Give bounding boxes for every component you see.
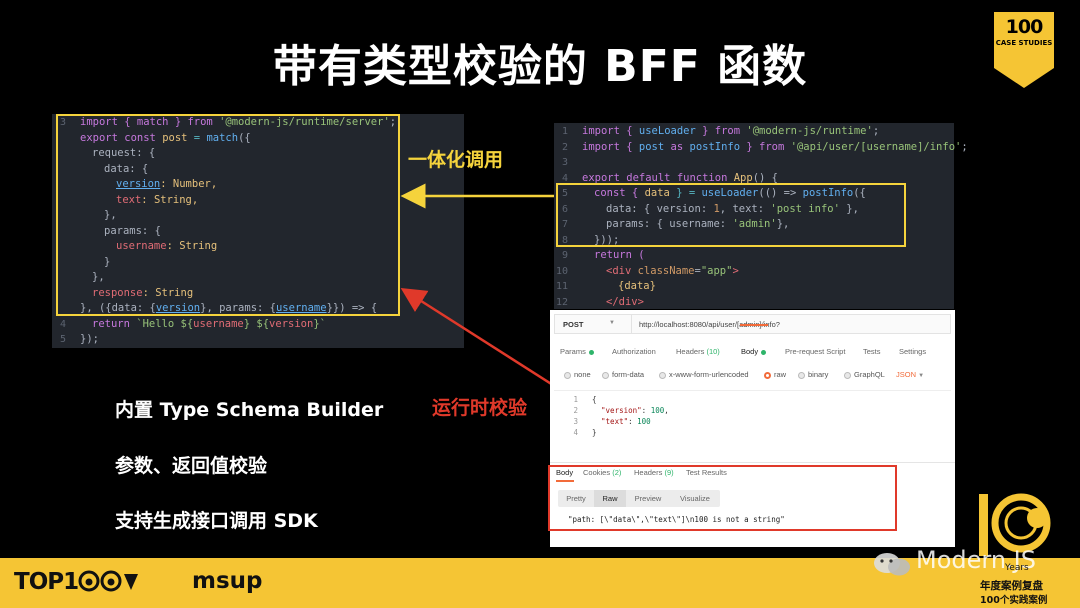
radio-none[interactable]: none	[564, 370, 591, 379]
case-studies-badge: 100 CASE STUDIES	[994, 12, 1054, 88]
footer-bar: TOP1 msup	[0, 558, 1080, 608]
msup-logo: msup	[192, 568, 263, 594]
code-line: }	[104, 255, 111, 268]
url-input[interactable]: http://localhost:8080/api/user/[admin]/i…	[639, 320, 780, 329]
tab-headers[interactable]: Headers (10)	[676, 347, 720, 356]
radio-urlencoded[interactable]: x-www-form-urlencoded	[659, 370, 749, 379]
json-type-select[interactable]: JSON ▼	[896, 370, 925, 379]
format-visualize[interactable]: Visualize	[680, 494, 710, 503]
editor-line: 3 "text": 100	[573, 417, 651, 426]
annual-review-label: 年度案例复盘	[980, 580, 1043, 592]
code-line: 3	[561, 157, 568, 168]
badge-number: 100	[1005, 16, 1044, 38]
code-line: data: {	[104, 162, 149, 175]
code-line: version: Number,	[116, 178, 218, 190]
editor-line: 2 "version": 100,	[573, 406, 669, 415]
body-editor[interactable]: 1{ 2 "version": 100, 3 "text": 100 4}	[554, 390, 951, 462]
useloader-call-highlight	[556, 183, 906, 247]
code-line: 8}));	[561, 233, 620, 246]
url-divider	[631, 315, 632, 333]
resp-tab-headers[interactable]: Headers (9)	[634, 468, 674, 477]
top100-eyes-icon	[78, 570, 139, 592]
code-line: }, ({data: {version}, params: {username}…	[80, 302, 378, 314]
chevron-down-icon[interactable]: ▼	[609, 320, 615, 326]
resp-tab-cookies[interactable]: Cookies (2)	[583, 468, 622, 477]
ten-years-logo-icon	[979, 493, 1051, 556]
bullet-sdk-generation: 支持生成接口调用 SDK	[115, 510, 318, 532]
response-format-toggle: Pretty Raw Preview Visualize	[558, 490, 720, 507]
response-body: "path: [\"data\",\"text\"]\n100 is not a…	[568, 515, 785, 524]
code-line: username: String	[116, 240, 218, 252]
radio-form-data[interactable]: form-data	[602, 370, 644, 379]
resp-tab-underline	[556, 480, 574, 482]
badge-label: CASE STUDIES	[995, 39, 1053, 47]
top100-logo: TOP1	[14, 569, 140, 595]
tab-active-underline	[740, 324, 768, 326]
code-line: export const post = match({	[80, 131, 251, 144]
active-dot-icon	[761, 349, 767, 355]
code-line: 12</div>	[555, 295, 644, 308]
years-label: Years	[1005, 563, 1029, 573]
method-select[interactable]: POST	[563, 320, 584, 329]
resp-tab-body[interactable]: Body	[556, 468, 574, 477]
hundred-cases-label: 100个实践案例	[980, 595, 1048, 606]
wechat-icon	[874, 553, 910, 576]
response-error-highlight	[548, 465, 897, 531]
radio-graphql[interactable]: GraphQL	[844, 370, 885, 379]
editor-line: 1{	[573, 395, 597, 404]
response-separator	[550, 462, 955, 463]
format-raw[interactable]: Raw	[594, 490, 626, 507]
chevron-down-icon: ▼	[918, 373, 925, 379]
match-definition-highlight	[56, 114, 400, 316]
radio-binary[interactable]: binary	[798, 370, 828, 379]
code-line: response: String	[92, 286, 194, 299]
active-dot-icon	[588, 349, 594, 355]
postman-window: POST ▼ http://localhost:8080/api/user/[a…	[550, 310, 955, 547]
tab-authorization[interactable]: Authorization	[612, 347, 656, 356]
tab-tests[interactable]: Tests	[863, 347, 881, 356]
code-line: request: {	[92, 147, 156, 159]
tab-settings[interactable]: Settings	[899, 347, 927, 356]
bullet-param-validation: 参数、返回值校验	[115, 455, 268, 477]
format-preview[interactable]: Preview	[634, 494, 662, 503]
runtime-validation-label: 运行时校验	[432, 397, 528, 419]
code-line: 10<div className="app">	[555, 264, 739, 277]
code-line: },	[104, 209, 117, 221]
code-line: text: String,	[116, 193, 199, 206]
modernjs-watermark: Modern.JS	[916, 546, 1036, 574]
radio-raw[interactable]: raw	[764, 370, 786, 379]
resp-tab-test-results[interactable]: Test Results	[686, 468, 727, 477]
code-line: params: {	[104, 224, 161, 237]
bullet-type-schema: 内置 Type Schema Builder	[115, 399, 384, 421]
slide-title: 带有类型校验的 BFF 函数	[272, 41, 808, 92]
editor-line: 4}	[573, 428, 597, 437]
code-line: },	[92, 271, 105, 283]
badge-shape-icon	[994, 12, 1054, 88]
integrated-call-label: 一体化调用	[408, 149, 504, 171]
tab-body[interactable]: Body	[741, 347, 767, 356]
tab-prerequest[interactable]: Pre-request Script	[785, 347, 846, 356]
tab-params[interactable]: Params	[560, 347, 594, 356]
code-line: 5});	[59, 333, 99, 345]
code-line: 11{data}	[555, 280, 656, 292]
format-pretty[interactable]: Pretty	[566, 494, 586, 503]
